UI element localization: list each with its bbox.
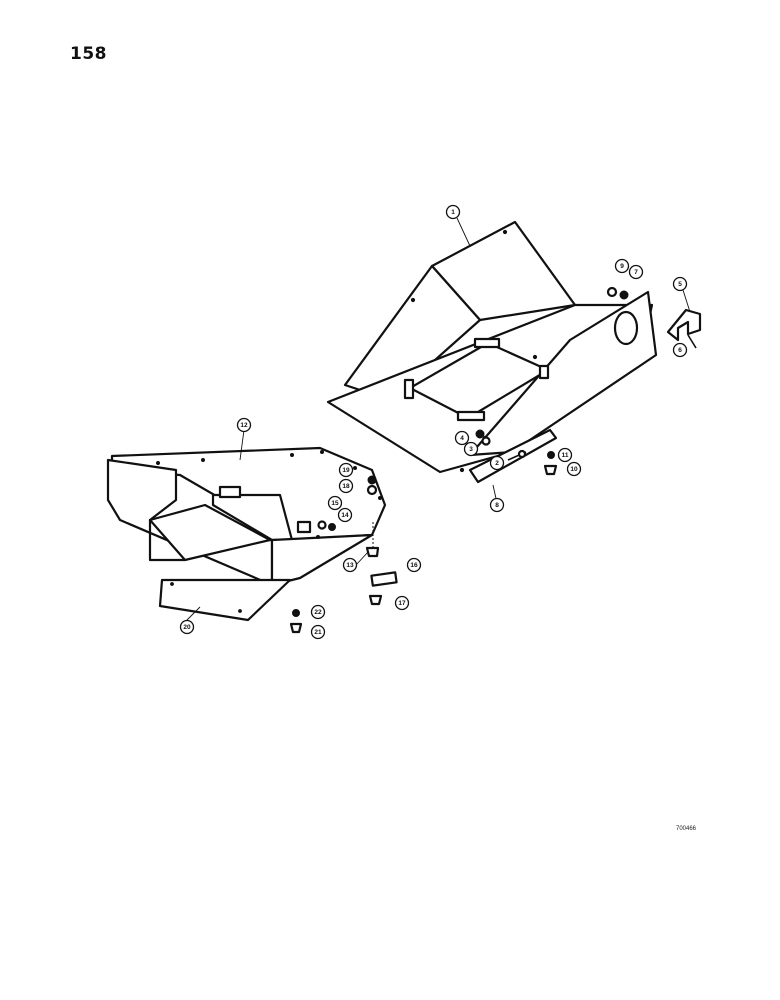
callout-label: 20 bbox=[183, 624, 191, 631]
callout-circle bbox=[463, 441, 479, 457]
callout-label: 17 bbox=[398, 600, 406, 607]
page-number: 158 bbox=[70, 44, 107, 64]
left-housing-part bbox=[106, 446, 387, 587]
callout-circle bbox=[338, 462, 354, 478]
callout-label: 12 bbox=[240, 422, 248, 429]
callout-circle bbox=[327, 495, 343, 511]
callout-circle bbox=[489, 455, 505, 471]
callout-17: 17 bbox=[394, 595, 410, 611]
callout-21: 21 bbox=[310, 624, 326, 640]
callout-3: 3 bbox=[463, 441, 479, 457]
callout-circle bbox=[614, 258, 630, 274]
callout-19: 19 bbox=[338, 462, 354, 478]
callout-label: 16 bbox=[410, 562, 418, 569]
callout-circle bbox=[566, 461, 582, 477]
callout-circle bbox=[394, 595, 410, 611]
callout-18: 18 bbox=[338, 478, 354, 494]
figure-code: 700466 bbox=[676, 826, 697, 832]
callout-circle bbox=[179, 619, 195, 635]
callout-label: 3 bbox=[469, 446, 473, 453]
callout-14: 14 bbox=[337, 507, 353, 523]
callout-circle bbox=[338, 478, 354, 494]
callout-6: 6 bbox=[672, 342, 688, 358]
callout-1: 1 bbox=[445, 204, 461, 220]
callout-7: 7 bbox=[628, 264, 644, 280]
callout-2: 2 bbox=[489, 455, 505, 471]
callout-20: 20 bbox=[179, 619, 195, 635]
callout-label: 13 bbox=[346, 562, 354, 569]
callout-circle bbox=[310, 604, 326, 620]
callout-9: 9 bbox=[614, 258, 630, 274]
callout-circle bbox=[628, 264, 644, 280]
callout-10: 10 bbox=[566, 461, 582, 477]
cover-plate-part bbox=[158, 578, 292, 622]
callout-label: 18 bbox=[342, 483, 350, 490]
callout-label: 14 bbox=[341, 512, 349, 519]
callout-label: 6 bbox=[678, 347, 682, 354]
callout-label: 4 bbox=[460, 435, 464, 442]
callout-15: 15 bbox=[327, 495, 343, 511]
callout-label: 7 bbox=[634, 269, 638, 276]
callout-label: 8 bbox=[495, 502, 499, 509]
callout-4: 4 bbox=[454, 430, 470, 446]
callout-22: 22 bbox=[310, 604, 326, 620]
callout-8: 8 bbox=[489, 497, 505, 513]
callout-label: 22 bbox=[314, 609, 322, 616]
callout-circle bbox=[445, 204, 461, 220]
callout-5: 5 bbox=[672, 276, 688, 292]
callout-label: 9 bbox=[620, 263, 624, 270]
callout-circle bbox=[672, 342, 688, 358]
callout-label: 1 bbox=[451, 209, 455, 216]
callout-circle bbox=[672, 276, 688, 292]
callout-circle bbox=[310, 624, 326, 640]
callout-label: 10 bbox=[570, 466, 578, 473]
callout-circle bbox=[454, 430, 470, 446]
callout-circle bbox=[406, 557, 422, 573]
floor-pan-part bbox=[326, 220, 658, 484]
hardware-parts bbox=[289, 286, 702, 634]
callout-circle bbox=[342, 557, 358, 573]
callout-label: 11 bbox=[562, 452, 569, 459]
callout-circle bbox=[236, 417, 252, 433]
callout-label: 2 bbox=[495, 460, 499, 467]
callout-label: 21 bbox=[314, 629, 322, 636]
callout-11: 11 bbox=[557, 447, 573, 463]
callout-16: 16 bbox=[406, 557, 422, 573]
callout-circle bbox=[337, 507, 353, 523]
callout-12: 12 bbox=[236, 417, 252, 433]
callout-13: 13 bbox=[342, 557, 358, 573]
callout-circle bbox=[489, 497, 505, 513]
callout-label: 5 bbox=[678, 281, 682, 288]
callout-label: 15 bbox=[331, 500, 339, 507]
callout-label: 19 bbox=[342, 467, 350, 474]
callout-circle bbox=[557, 447, 573, 463]
